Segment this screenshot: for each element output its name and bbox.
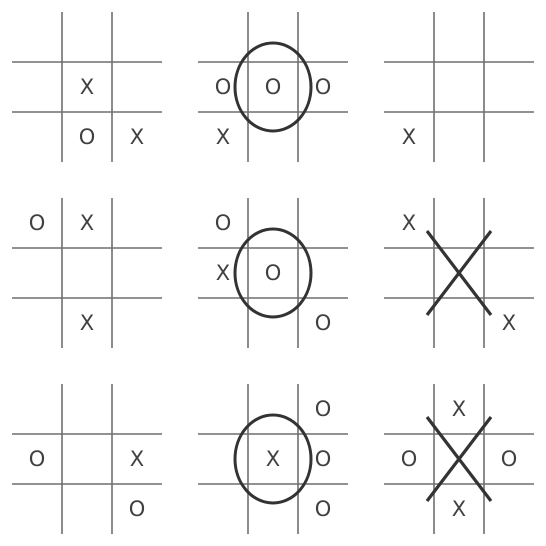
cell-mark-o: O bbox=[315, 75, 332, 99]
cell-mark-o: O bbox=[79, 125, 96, 149]
cell-mark-x: X bbox=[266, 447, 280, 471]
board-7: O X O bbox=[12, 384, 162, 534]
board-8: O X O O bbox=[198, 384, 348, 534]
cell-mark-o: O bbox=[265, 75, 282, 99]
board-4: O X X bbox=[12, 198, 162, 348]
cell-mark-x: X bbox=[402, 125, 416, 149]
cell-mark-o: O bbox=[215, 211, 232, 235]
cell-mark-x: X bbox=[452, 497, 466, 521]
board-2: O O O X bbox=[198, 12, 348, 162]
cell-mark-o: O bbox=[265, 261, 282, 285]
cell-mark-o: O bbox=[401, 447, 418, 471]
cell-mark-x: X bbox=[452, 397, 466, 421]
cell-mark-x: X bbox=[130, 447, 144, 471]
cell-mark-x: X bbox=[80, 211, 94, 235]
board-1: X O X bbox=[12, 12, 162, 162]
cell-mark-o: O bbox=[501, 447, 518, 471]
cross-overlay-stroke bbox=[425, 416, 493, 502]
cell-mark-x: X bbox=[216, 261, 230, 285]
circle-overlay bbox=[233, 227, 313, 319]
cell-mark-x: X bbox=[80, 311, 94, 335]
cell-mark-x: X bbox=[216, 125, 230, 149]
board-3: X bbox=[384, 12, 534, 162]
board-9: X O O X bbox=[384, 384, 534, 534]
cell-mark-o: O bbox=[315, 397, 332, 421]
cell-mark-o: O bbox=[129, 497, 146, 521]
circle-overlay bbox=[233, 413, 313, 505]
cell-mark-o: O bbox=[29, 211, 46, 235]
cell-mark-o: O bbox=[315, 497, 332, 521]
board-5: O X O O bbox=[198, 198, 348, 348]
cell-mark-o: O bbox=[215, 75, 232, 99]
cell-mark-o: O bbox=[29, 447, 46, 471]
cross-overlay-stroke bbox=[425, 230, 493, 316]
circle-overlay bbox=[233, 41, 313, 133]
cell-mark-x: X bbox=[502, 311, 516, 335]
cell-mark-x: X bbox=[402, 211, 416, 235]
cell-mark-x: X bbox=[80, 75, 94, 99]
cell-mark-o: O bbox=[315, 447, 332, 471]
board-6: XX bbox=[384, 198, 534, 348]
cell-mark-o: O bbox=[315, 311, 332, 335]
cell-mark-x: X bbox=[130, 125, 144, 149]
